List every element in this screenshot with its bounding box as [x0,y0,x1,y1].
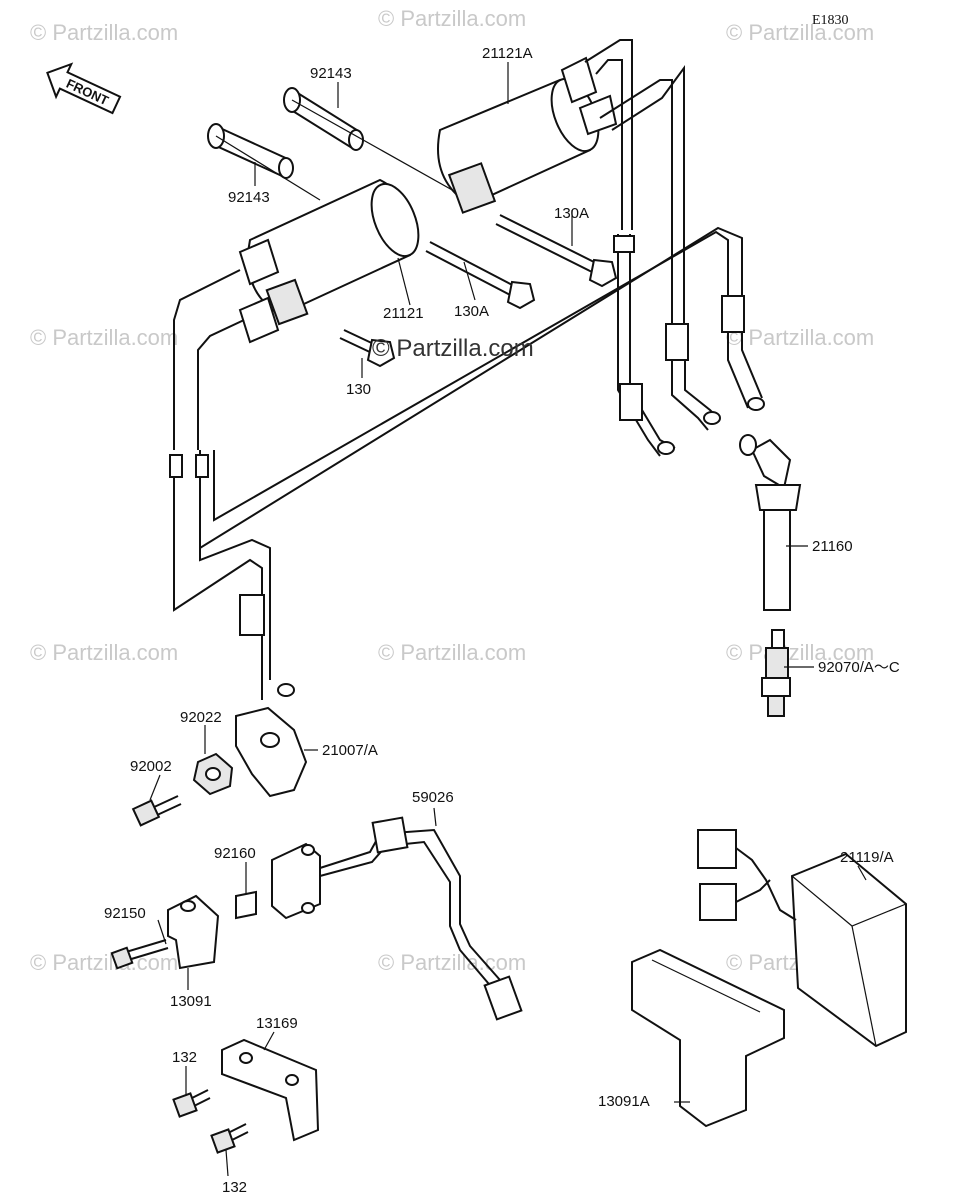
label-132: 132 [172,1049,197,1066]
label-130A-upper: 130A [554,205,589,222]
bolt-130A-lower [425,241,536,310]
diagram-ref-code: E1830 [812,13,849,28]
spark-plug-leads [169,39,765,700]
bolt-92002 [131,795,182,827]
label-130A-lower: 130A [454,303,489,320]
label-92143: 92143 [228,189,270,206]
center-watermark: © Partzilla.com [372,335,534,362]
label-92150: 92150 [104,905,146,922]
watermark-layer: © Partzilla.com © Partzilla.com © Partzi… [30,6,874,975]
label-132: 132 [222,1179,247,1196]
bolt-92150 [110,939,169,970]
watermark: © Partzilla.com [30,950,178,975]
bolt-130A-upper [495,214,618,288]
label-59026: 59026 [412,789,454,806]
spacer-92143-upper [283,87,364,151]
watermark: © Partzilla.com [378,6,526,31]
ignition-coil-21121 [238,178,420,344]
label-21121A: 21121A [482,45,533,62]
leader-lines [149,62,867,1177]
label-92022: 92022 [180,709,222,726]
label-92070: 92070/A～C [818,659,900,676]
bolt-130 [339,329,396,368]
watermark: © Partzilla.com [378,950,526,975]
spark-plug-cap-21160 [739,434,802,611]
ignition-coil-21121A [437,56,618,214]
bolt-132-lower [210,1123,249,1154]
label-21007: 21007/A [322,742,378,759]
label-21160: 21160 [812,538,853,555]
igniter-21119 [697,829,907,1048]
pickup-coil-59026 [271,807,523,1021]
bolt-132-upper [172,1089,211,1118]
pickup-plate-21007 [235,706,308,798]
label-21119: 21119/A [840,849,894,866]
watermark: © Partzilla.com [726,20,874,45]
bracket-13169 [221,1038,320,1142]
label-13091A: 13091A [598,1093,650,1110]
watermark: © Partzilla.com [30,640,178,665]
watermark: © Partzilla.com [30,325,178,350]
bracket-13091 [167,894,220,970]
spacer-92160 [235,890,257,920]
spacer-92143-lower [207,123,294,179]
label-92002: 92002 [130,758,172,775]
front-arrow-icon: FRONT [46,62,122,115]
nut-92022 [192,752,234,796]
label-21121: 21121 [383,305,424,322]
label-92160: 92160 [214,845,256,862]
spark-plug-92070 [761,629,791,717]
label-92143: 92143 [310,65,352,82]
watermark: © Partzilla.com [30,20,178,45]
watermark: © Partzilla.com [726,325,874,350]
watermark: © Partzilla.com [726,640,874,665]
igniter-case-13091A [631,948,785,1128]
label-13169: 13169 [256,1015,298,1032]
label-13091: 13091 [170,993,212,1010]
watermark: © Partzilla.com [378,640,526,665]
label-130: 130 [346,381,371,398]
